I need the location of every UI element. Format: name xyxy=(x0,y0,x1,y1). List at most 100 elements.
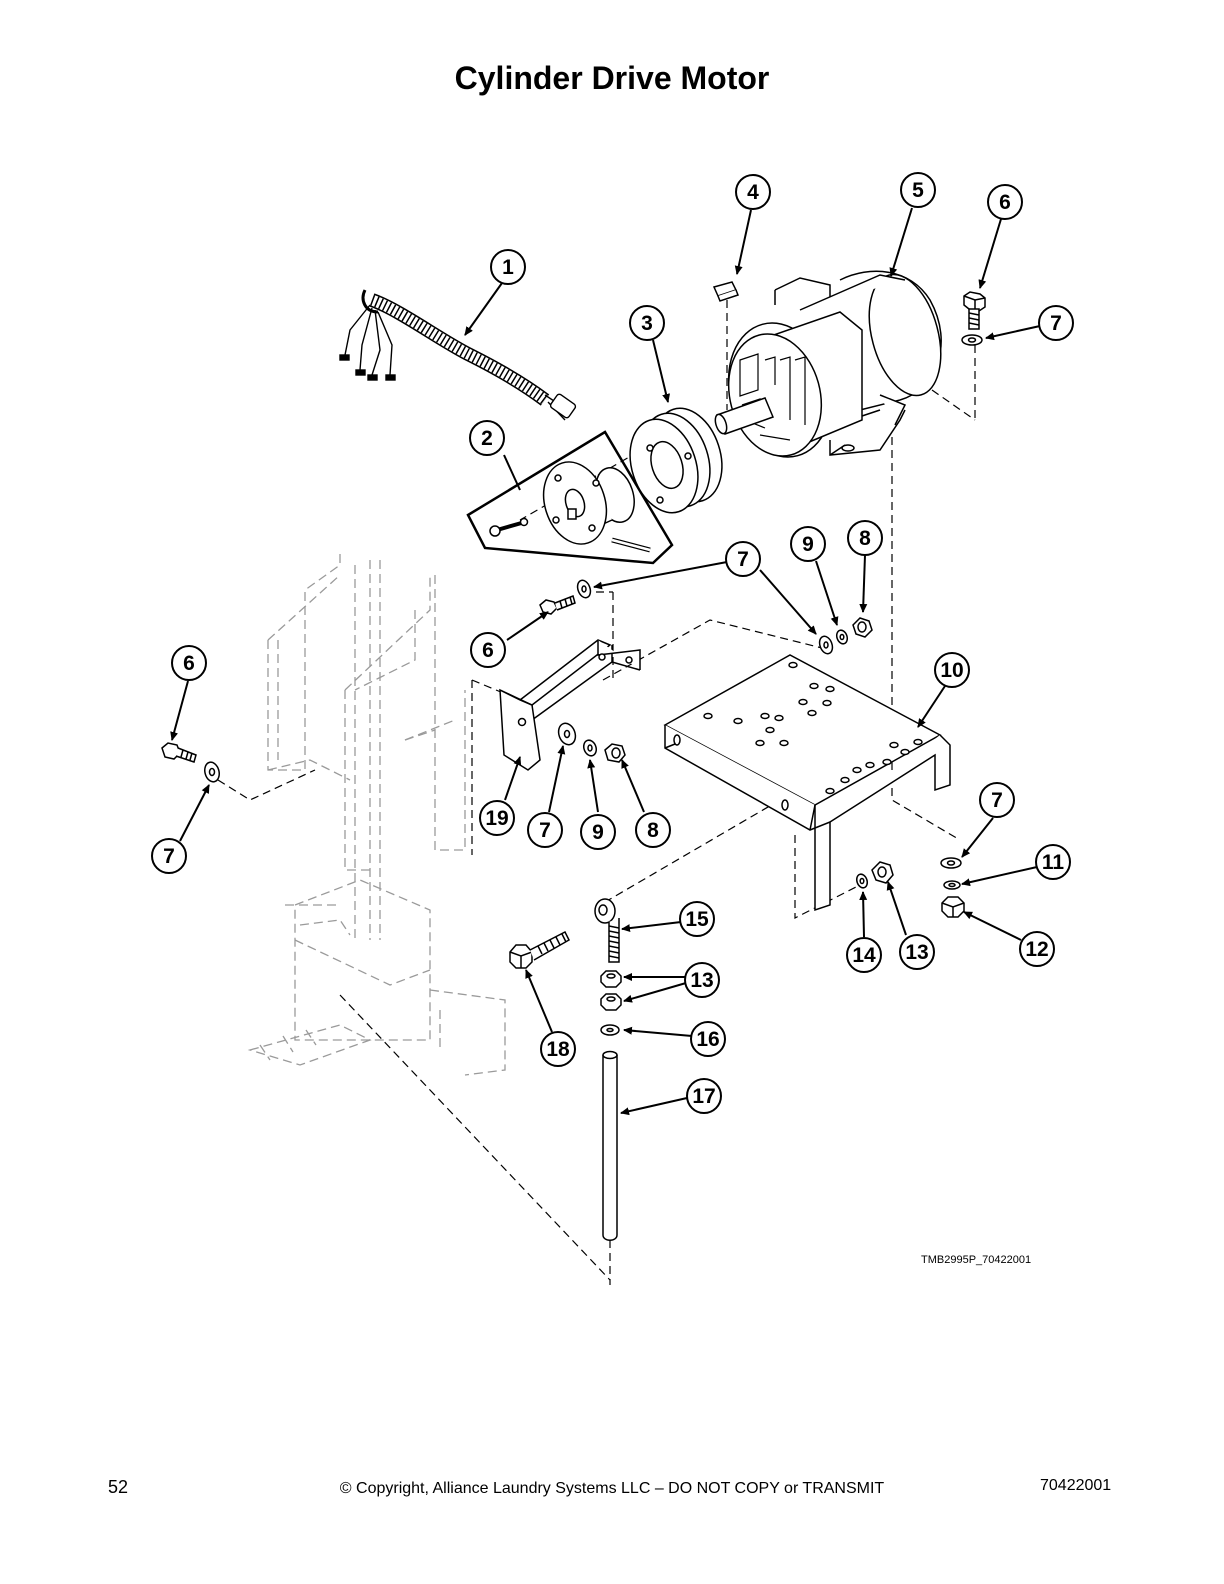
callout-label: 18 xyxy=(546,1038,570,1061)
flat-washer-frame xyxy=(204,761,220,783)
callout-circle xyxy=(735,174,771,210)
flat-washer-bracket xyxy=(576,579,592,599)
callout-circle xyxy=(900,172,936,208)
callout-c18a: 18 xyxy=(540,1031,576,1067)
callout-c15a: 15 xyxy=(679,901,715,937)
callout-label: 6 xyxy=(482,639,494,662)
callout-circle xyxy=(540,1031,576,1067)
callout-circle xyxy=(847,520,883,556)
callout-label: 7 xyxy=(163,845,175,868)
callout-label: 8 xyxy=(647,819,659,842)
callout-label: 13 xyxy=(690,969,713,992)
callout-c7c: 7 xyxy=(527,812,563,848)
callout-c19a: 19 xyxy=(479,800,515,836)
cap-screw-top xyxy=(963,291,986,330)
callout-c4a: 4 xyxy=(735,174,771,210)
u-bracket xyxy=(499,639,641,771)
callout-c16a: 16 xyxy=(690,1021,726,1057)
flat-washer-top xyxy=(961,334,983,346)
callout-circle xyxy=(934,652,970,688)
callout-circle xyxy=(1019,931,1055,967)
lag-bolt xyxy=(509,930,570,969)
callout-circle xyxy=(580,814,616,850)
callout-circle xyxy=(479,800,515,836)
callout-circle xyxy=(690,1021,726,1057)
callout-c9a: 9 xyxy=(790,526,826,562)
callout-c12a: 12 xyxy=(1019,931,1055,967)
motor-base-hardware xyxy=(818,617,873,655)
callout-c8a: 8 xyxy=(847,520,883,556)
callout-label: 12 xyxy=(1025,938,1048,961)
callout-label: 2 xyxy=(481,427,493,450)
rod-hardware xyxy=(600,970,622,1036)
callout-circle xyxy=(846,937,882,973)
callout-circle xyxy=(684,962,720,998)
plate-underside-hardware xyxy=(855,861,894,889)
callout-label: 14 xyxy=(852,944,876,967)
callout-c17a: 17 xyxy=(686,1078,722,1114)
callout-circle xyxy=(725,541,761,577)
callout-label: 6 xyxy=(999,191,1011,214)
eye-bolt xyxy=(594,898,620,963)
wire-harness xyxy=(339,289,577,421)
callout-circle xyxy=(679,901,715,937)
callout-c14a: 14 xyxy=(846,937,882,973)
bracket-hardware xyxy=(557,722,626,763)
callout-circle xyxy=(629,305,665,341)
callout-circle xyxy=(1035,844,1071,880)
callout-circle xyxy=(490,249,526,285)
copyright-notice: © Copyright, Alliance Laundry Systems LL… xyxy=(339,1480,885,1497)
callout-label: 9 xyxy=(592,821,604,844)
callout-label: 11 xyxy=(1042,851,1065,874)
callout-c6c: 6 xyxy=(171,645,207,681)
callout-c7b: 7 xyxy=(725,541,761,577)
callout-c7e: 7 xyxy=(979,782,1015,818)
cap-screw-frame xyxy=(161,742,197,763)
drive-motor xyxy=(714,270,942,458)
callout-label: 19 xyxy=(485,807,508,830)
callout-c8b: 8 xyxy=(635,812,671,848)
hub-bushing-assembly xyxy=(466,430,674,565)
callout-c9b: 9 xyxy=(580,814,616,850)
page-number: 52 xyxy=(108,1477,129,1497)
callout-label: 8 xyxy=(859,527,871,550)
callout-c6a: 6 xyxy=(987,184,1023,220)
callout-circle xyxy=(979,782,1015,818)
callout-label: 1 xyxy=(502,256,514,279)
callout-label: 15 xyxy=(685,908,709,931)
callout-circle xyxy=(635,812,671,848)
callout-circle xyxy=(171,645,207,681)
callout-label: 7 xyxy=(539,819,551,842)
callout-label: 4 xyxy=(747,181,759,204)
document-number: 70422001 xyxy=(1040,1477,1112,1494)
cap-screw-bracket xyxy=(539,595,576,615)
callout-leaders xyxy=(170,207,1041,1116)
callout-label: 7 xyxy=(1050,312,1062,335)
callout-c5a: 5 xyxy=(900,172,936,208)
support-rod xyxy=(602,1050,618,1241)
callout-label: 10 xyxy=(940,659,963,682)
callout-label: 6 xyxy=(183,652,195,675)
callout-label: 7 xyxy=(991,789,1003,812)
callout-circle xyxy=(899,934,935,970)
callout-label: 7 xyxy=(737,548,749,571)
callout-c7d: 7 xyxy=(151,838,187,874)
callout-circle xyxy=(470,632,506,668)
callout-circle xyxy=(151,838,187,874)
page-title: Cylinder Drive Motor xyxy=(454,60,770,96)
motor-pulley xyxy=(629,407,723,514)
callout-label: 3 xyxy=(641,312,653,335)
shaft-key xyxy=(712,281,739,302)
callout-c6b: 6 xyxy=(470,632,506,668)
callout-circle xyxy=(790,526,826,562)
callout-c2a: 2 xyxy=(469,420,505,456)
right-side-hardware xyxy=(940,857,965,918)
callout-label: 17 xyxy=(692,1085,715,1108)
callout-label: 16 xyxy=(696,1028,719,1051)
callout-circle xyxy=(686,1078,722,1114)
callout-c7a: 7 xyxy=(1038,305,1074,341)
callout-c11a: 11 xyxy=(1035,844,1071,880)
callout-c13b: 13 xyxy=(684,962,720,998)
callout-circle xyxy=(469,420,505,456)
